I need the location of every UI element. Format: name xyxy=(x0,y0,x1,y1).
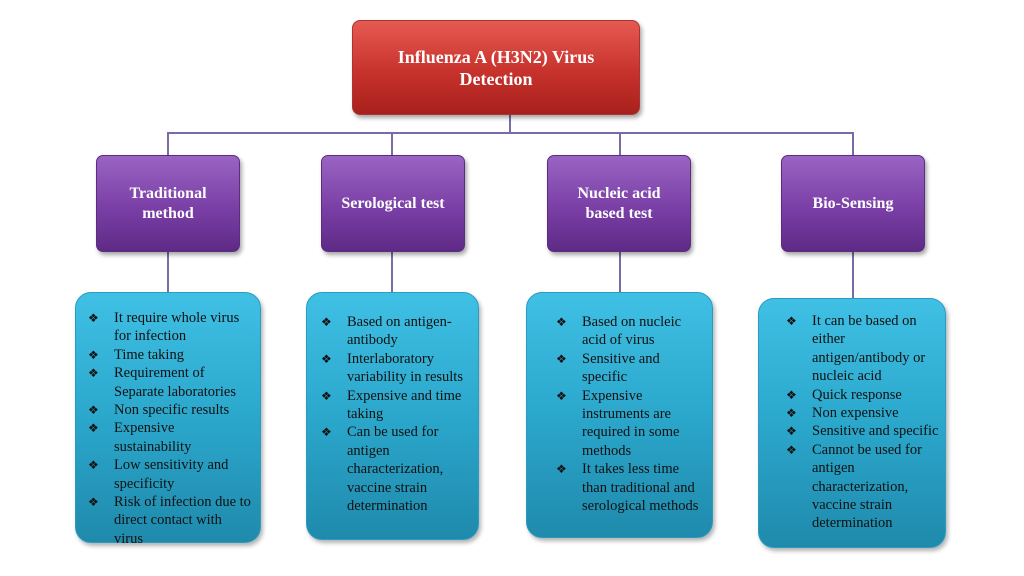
list-item-text: Based on antigen-antibody xyxy=(347,314,452,349)
diamond-bullet-icon: ❖ xyxy=(786,406,797,421)
list-item: ❖ Requirement of Separate laboratories xyxy=(88,364,252,401)
list-item-text: Time taking xyxy=(114,346,184,363)
list-item-text: It takes less time than traditional and … xyxy=(582,461,699,515)
diamond-bullet-icon: ❖ xyxy=(556,388,567,403)
list-item-text: Expensive instruments are required in so… xyxy=(582,387,680,459)
details-serological: ❖ Based on antigen-antibody ❖ Interlaborato… xyxy=(306,292,479,540)
list-item: ❖ Cannot be used for antigen characteriza… xyxy=(786,441,941,533)
diamond-bullet-icon: ❖ xyxy=(556,315,567,329)
diamond-bullet-icon: ❖ xyxy=(321,351,332,366)
list-item: ❖ Risk of infection due to direct contact… xyxy=(88,493,252,548)
list-item-text: Sensitive and specific xyxy=(812,423,939,440)
diamond-bullet-icon: ❖ xyxy=(786,442,797,457)
list-item: ❖ Interlaboratory variability in results xyxy=(321,350,472,387)
list-item: ❖ Non expensive xyxy=(786,404,941,422)
details-traditional: ❖ It require whole virus for infection ❖ Ti… xyxy=(75,292,261,547)
category-traditional: Traditional method xyxy=(96,155,240,252)
list-item-text: Risk of infection due to direct contact … xyxy=(114,494,251,547)
diamond-bullet-icon: ❖ xyxy=(556,462,567,477)
list-item-text: It require whole virus for infection xyxy=(114,310,240,345)
list-item-text: Quick response xyxy=(812,386,902,403)
list-item-text: Interlaboratory variability in results xyxy=(347,350,463,386)
list-item-text: Requirement of Separate laboratories xyxy=(114,365,236,400)
list-item-text: Expensive and time taking xyxy=(347,387,462,423)
root-title-line1: Influenza A (H3N2) Virus xyxy=(397,46,595,67)
category-bio-sensing: Bio-Sensing xyxy=(781,155,925,252)
list-item: ❖ It can be based on either antigen/antib… xyxy=(786,312,941,386)
diamond-bullet-icon: ❖ xyxy=(88,403,99,418)
category-title: Nucleic acid xyxy=(577,184,661,202)
category-title: based test xyxy=(585,204,653,222)
diamond-bullet-icon: ❖ xyxy=(321,425,332,440)
category-nucleic-acid: Nucleic acid based test xyxy=(547,155,691,252)
list-item: ❖ Sensitive and specific xyxy=(786,422,941,440)
diamond-bullet-icon: ❖ xyxy=(88,347,99,362)
connector xyxy=(167,132,169,155)
list-item: ❖ Expensive and time taking xyxy=(321,387,472,424)
list-item: ❖ Based on antigen-antibody xyxy=(321,313,472,350)
list-item-text: Based on nucleic acid of virus xyxy=(582,314,682,349)
diamond-bullet-icon: ❖ xyxy=(88,366,99,381)
list-item-text: Can be used for antigen characterization… xyxy=(347,424,444,515)
connector xyxy=(852,252,854,298)
connector xyxy=(619,132,621,155)
details-bio-sensing: ❖ It can be based on either antigen/antib… xyxy=(758,298,946,548)
connector xyxy=(391,132,393,155)
details-nucleic-acid: ❖ Based on nucleic acid of virus ❖ Sensitiv… xyxy=(526,292,713,538)
category-title: method xyxy=(142,204,194,222)
list-item: ❖ Low sensitivity and specificity xyxy=(88,456,252,493)
diamond-bullet-icon: ❖ xyxy=(88,458,99,473)
list-item: ❖ It takes less time than traditional and… xyxy=(556,460,706,515)
connector xyxy=(619,252,621,292)
list-item-text: Low sensitivity and specificity xyxy=(114,457,229,492)
list-item-text: Non specific results xyxy=(114,402,230,419)
list-item: ❖ Non specific results xyxy=(88,401,252,419)
diamond-bullet-icon: ❖ xyxy=(786,424,797,439)
list-item-text: It can be based on either antigen/antibo… xyxy=(812,313,926,385)
list-item: ❖ Sensitive and specific xyxy=(556,350,706,387)
category-title: Bio-Sensing xyxy=(812,194,894,212)
list-item-text: Expensive sustainability xyxy=(114,420,192,455)
category-title: Traditional xyxy=(129,184,207,202)
connector xyxy=(852,132,854,155)
list-item: ❖ Time taking xyxy=(88,346,252,364)
list-item: ❖ Expensive sustainability xyxy=(88,419,252,456)
diamond-bullet-icon: ❖ xyxy=(556,351,567,366)
list-item-text: Sensitive and specific xyxy=(582,350,660,386)
diamond-bullet-icon: ❖ xyxy=(321,315,332,329)
list-item: ❖ Quick response xyxy=(786,386,941,404)
list-item: ❖ Expensive instruments are required in s… xyxy=(556,387,706,461)
list-item: ❖ Based on nucleic acid of virus xyxy=(556,313,706,350)
list-item-text: Cannot be used for antigen characterizat… xyxy=(812,441,922,532)
diamond-bullet-icon: ❖ xyxy=(786,387,797,402)
list-item: ❖ Can be used for antigen characterizatio… xyxy=(321,423,472,515)
connector xyxy=(167,132,854,134)
diamond-bullet-icon: ❖ xyxy=(88,421,99,436)
diamond-bullet-icon: ❖ xyxy=(88,495,99,510)
diamond-bullet-icon: ❖ xyxy=(786,314,797,328)
list-item-text: Non expensive xyxy=(812,405,899,422)
list-item: ❖ It require whole virus for infection xyxy=(88,309,252,346)
connector xyxy=(391,252,393,292)
diamond-bullet-icon: ❖ xyxy=(88,311,99,325)
category-serological: Serological test xyxy=(321,155,465,252)
connector xyxy=(509,115,511,134)
diamond-bullet-icon: ❖ xyxy=(321,388,332,403)
connector xyxy=(167,252,169,292)
root-title-line2: Detection xyxy=(459,68,533,89)
category-title: Serological test xyxy=(341,194,445,212)
